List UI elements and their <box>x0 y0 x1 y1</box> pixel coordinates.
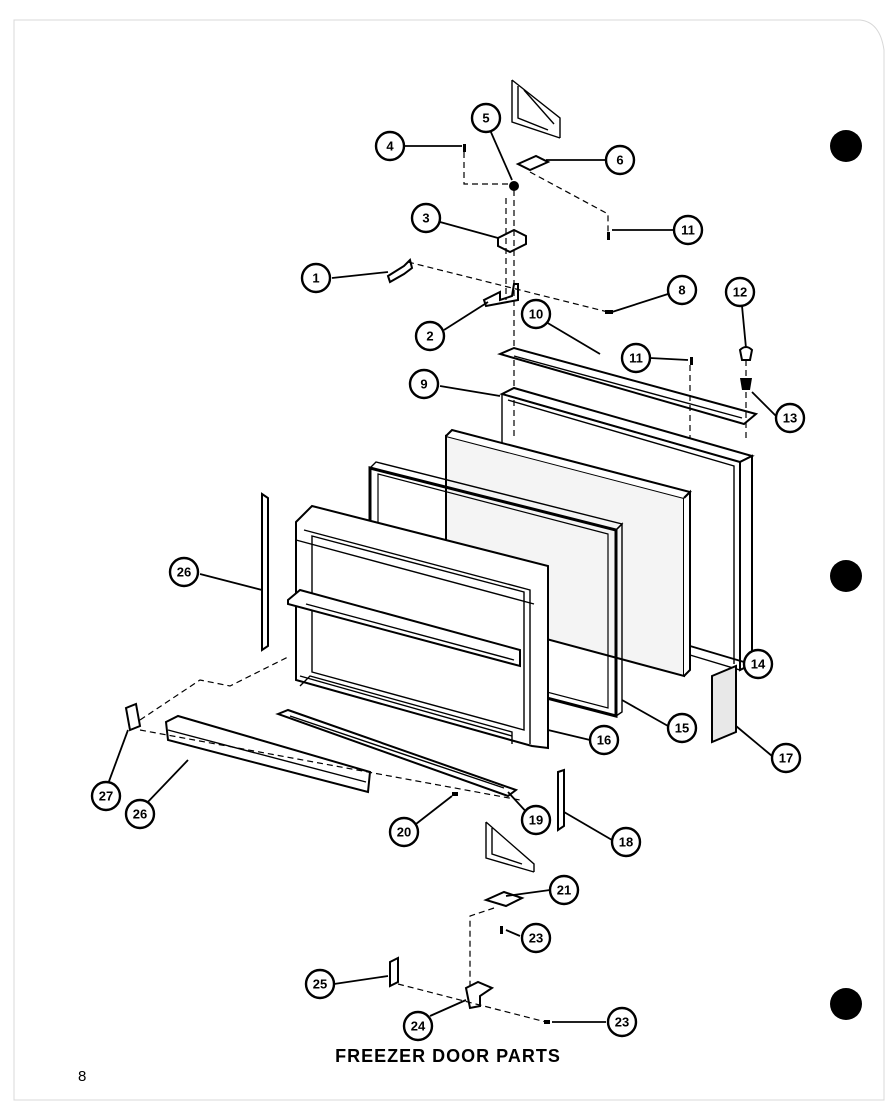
screw-part-4 <box>463 144 466 152</box>
shim-part-25 <box>389 956 399 988</box>
side-trim-part-26-left <box>261 492 269 652</box>
hinge-plate-part-3 <box>497 228 527 254</box>
svg-text:23: 23 <box>529 931 543 946</box>
svg-text:13: 13 <box>783 411 797 426</box>
svg-text:27: 27 <box>99 789 113 804</box>
diagram-caption: FREEZER DOOR PARTS <box>335 1046 561 1066</box>
cabinet-corner-top <box>511 79 561 139</box>
svg-text:2: 2 <box>426 329 433 344</box>
svg-text:19: 19 <box>529 813 543 828</box>
svg-text:24: 24 <box>411 1019 426 1034</box>
hinge-pin-part-5 <box>509 181 519 191</box>
svg-text:21: 21 <box>557 883 571 898</box>
screw-part-23-upper <box>500 926 503 934</box>
callout-19: 19 <box>520 804 552 836</box>
plug-part-13 <box>740 378 752 390</box>
svg-text:18: 18 <box>619 835 633 850</box>
bottom-hinge-part-24 <box>464 980 495 1010</box>
callout-12: 12 <box>724 276 756 308</box>
svg-text:11: 11 <box>681 223 695 238</box>
callout-23-upper: 23 <box>520 922 552 954</box>
callout-11-top: 11 <box>672 214 704 246</box>
callout-26-bottom: 26 <box>124 798 156 830</box>
callout-10: 10 <box>520 298 552 330</box>
svg-text:5: 5 <box>482 111 489 126</box>
callout-25: 25 <box>304 968 336 1000</box>
screw-part-20 <box>452 792 458 796</box>
callout-5: 5 <box>470 102 502 134</box>
side-trim-part-18 <box>557 768 565 832</box>
callout-21: 21 <box>548 874 580 906</box>
svg-text:26: 26 <box>177 565 191 580</box>
svg-text:20: 20 <box>397 825 411 840</box>
callout-14: 14 <box>742 648 774 680</box>
bottom-trim-part-19 <box>275 708 519 798</box>
callout-1: 1 <box>300 262 332 294</box>
svg-text:11: 11 <box>629 351 643 366</box>
callout-26-left: 26 <box>168 556 200 588</box>
svg-text:25: 25 <box>313 977 327 992</box>
leader-lines <box>107 129 777 1023</box>
svg-text:15: 15 <box>675 721 689 736</box>
callout-3: 3 <box>410 202 442 234</box>
hinge-cover-part-27 <box>124 702 142 732</box>
cabinet-corner-bottom <box>485 821 535 873</box>
callout-24: 24 <box>402 1010 434 1042</box>
svg-text:8: 8 <box>678 283 685 298</box>
svg-text:1: 1 <box>312 271 319 286</box>
callout-11-right: 11 <box>620 342 652 374</box>
door-liner-part-16 <box>287 504 549 750</box>
callout-2: 2 <box>414 320 446 352</box>
svg-text:4: 4 <box>386 139 394 154</box>
svg-text:6: 6 <box>616 153 623 168</box>
screw-part-11-right <box>690 357 693 365</box>
callout-13: 13 <box>774 402 806 434</box>
callout-18: 18 <box>610 826 642 858</box>
screw-part-8 <box>605 310 613 314</box>
svg-text:14: 14 <box>751 657 766 672</box>
callout-20: 20 <box>388 816 420 848</box>
callout-9: 9 <box>408 368 440 400</box>
svg-text:12: 12 <box>733 285 747 300</box>
gasket-retainer-part-17 <box>711 664 737 744</box>
plug-part-12 <box>738 346 754 361</box>
punch-hole-top <box>830 130 862 162</box>
top-hinge-bracket-part-6 <box>515 154 551 172</box>
shim-part-1 <box>386 258 414 284</box>
svg-text:10: 10 <box>529 307 543 322</box>
page-number: 8 <box>78 1068 87 1085</box>
screw-part-23-lower <box>544 1020 550 1024</box>
punch-hole-bottom <box>830 988 862 1020</box>
screw-part-11-top <box>607 232 610 240</box>
callout-17: 17 <box>770 742 802 774</box>
callout-8: 8 <box>666 274 698 306</box>
svg-text:3: 3 <box>422 211 429 226</box>
svg-text:17: 17 <box>779 751 793 766</box>
callout-16: 16 <box>588 724 620 756</box>
punch-hole-middle <box>830 560 862 592</box>
callout-23-lower: 23 <box>606 1006 638 1038</box>
hinge-part-2 <box>482 283 519 308</box>
svg-text:26: 26 <box>133 807 147 822</box>
callout-27: 27 <box>90 780 122 812</box>
callout-4: 4 <box>374 130 406 162</box>
callout-15: 15 <box>666 712 698 744</box>
door-outer-panel-part-9 <box>499 386 755 672</box>
callout-6: 6 <box>604 144 636 176</box>
door-top-trim-part-10 <box>497 346 759 426</box>
svg-text:16: 16 <box>597 733 611 748</box>
svg-text:9: 9 <box>420 377 427 392</box>
sheet-edge <box>13 19 885 1101</box>
svg-text:23: 23 <box>615 1015 629 1030</box>
